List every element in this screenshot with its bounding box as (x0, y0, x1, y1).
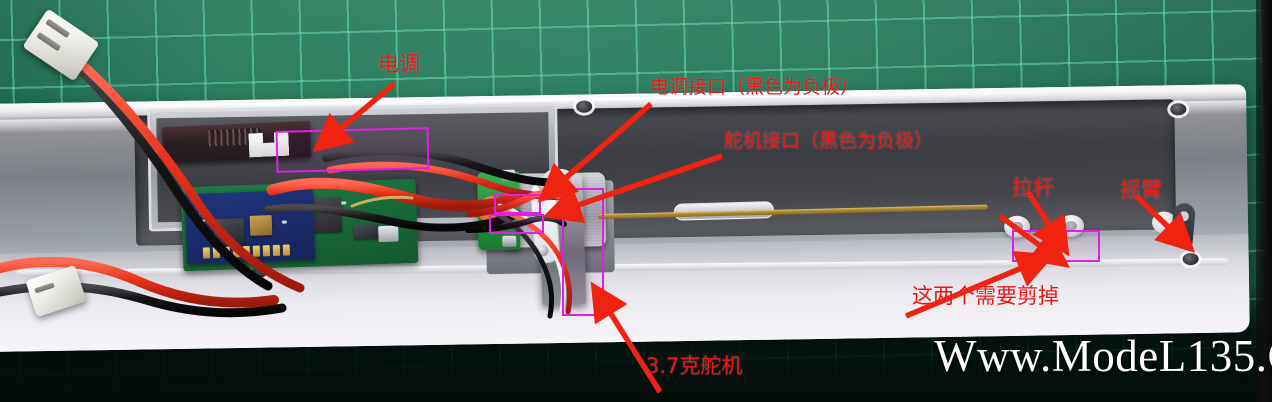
receiver-smd-2 (199, 219, 205, 223)
boat-hull (0, 84, 1250, 352)
receiver-smd-5 (281, 220, 287, 224)
receiver-smd-4 (281, 206, 287, 210)
receiver-smd-1 (199, 211, 205, 215)
esc-module (161, 120, 312, 164)
mat-bottom-dark-band (0, 360, 1272, 402)
servo-screw-bottom (537, 245, 549, 257)
motor-terminal-bottom (502, 235, 517, 247)
board-smd-6 (341, 211, 347, 215)
rocker-arm (1170, 202, 1197, 249)
receiver-module-board (184, 189, 316, 265)
board-smd-5 (341, 201, 347, 205)
receiver-crystal (249, 215, 273, 236)
motor-terminal-top (501, 169, 516, 181)
mat-right-dark-edge (1256, 0, 1272, 402)
esc-power-switch (248, 132, 289, 158)
receiver-mcu-chip (213, 218, 245, 246)
receiver-gold-pads (202, 244, 291, 259)
board-capacitor (378, 225, 399, 243)
receiver-smd-3 (200, 227, 206, 231)
board-small-ic (354, 224, 379, 240)
